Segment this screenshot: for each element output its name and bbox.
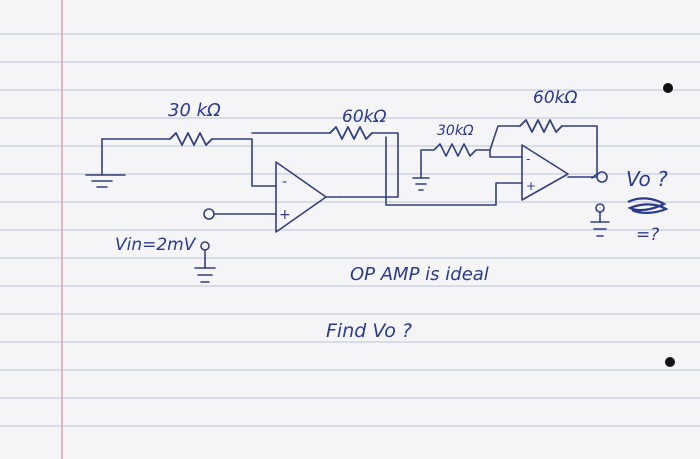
op-amp-1-minus: - xyxy=(282,174,287,190)
label-r4: 60kΩ xyxy=(533,88,577,108)
op-amp-1 xyxy=(275,161,327,233)
op-amp-2-minus: - xyxy=(526,152,530,166)
binder-hole-bottom xyxy=(665,357,675,367)
resistor-r1 xyxy=(169,132,213,146)
left-ground-symbol xyxy=(85,138,126,188)
note-find-vo: Find Vo ? xyxy=(326,320,412,342)
label-r2: 60kΩ xyxy=(342,107,386,127)
op-amp-1-plus: + xyxy=(279,207,291,223)
label-r3: 30kΩ xyxy=(437,123,474,139)
vin-ground-symbol xyxy=(194,249,216,283)
note-op-amp-ideal: OP AMP is ideal xyxy=(350,264,489,285)
op-amp-2-plus: + xyxy=(526,179,536,193)
r3-ground-symbol xyxy=(412,159,430,191)
label-vin: Vin=2mV xyxy=(115,235,197,255)
label-vo-question: Vo ? xyxy=(626,167,668,191)
label-equals-question: =? xyxy=(636,225,659,245)
resistor-r2 xyxy=(329,126,373,140)
interstage-wire xyxy=(385,136,523,206)
label-r1: 30 kΩ xyxy=(168,100,221,121)
resistor-r4 xyxy=(519,119,563,133)
op-amp-2 xyxy=(521,144,569,201)
output-ground-symbol xyxy=(590,211,610,237)
ruled-lines xyxy=(0,33,700,427)
output-terminal xyxy=(596,171,608,183)
scribbled-out-mark xyxy=(627,197,669,214)
binder-hole-top xyxy=(663,83,673,93)
circuit: - + - + xyxy=(85,119,669,283)
